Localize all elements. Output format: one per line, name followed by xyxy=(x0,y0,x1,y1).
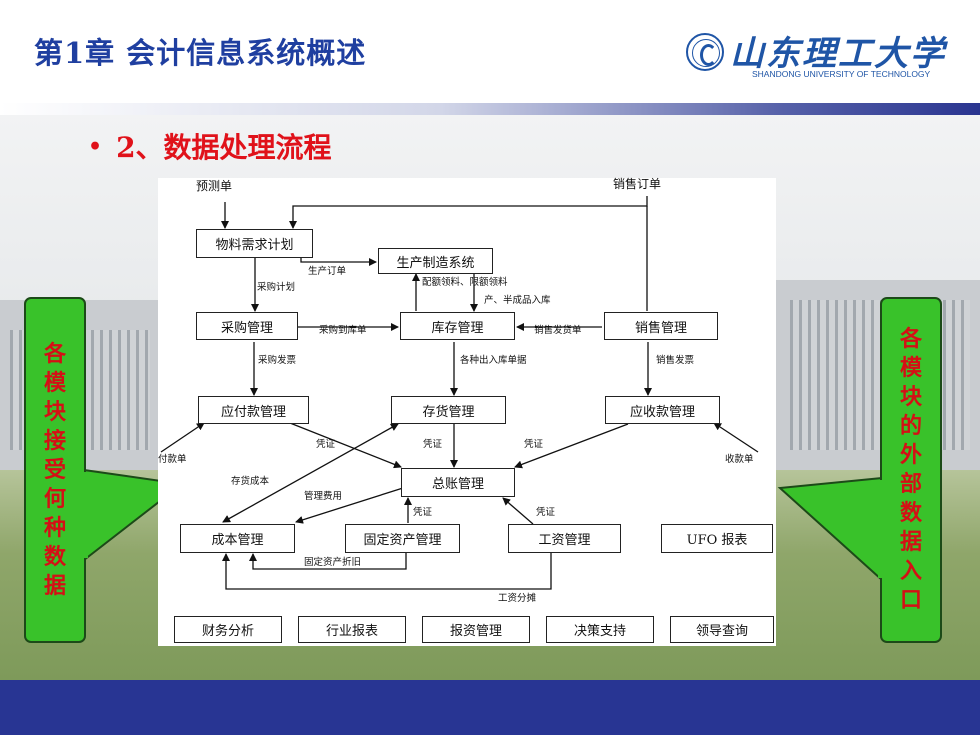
node-receivable: 应收款管理 xyxy=(605,396,720,424)
right-callout-char: 入 xyxy=(899,558,922,584)
footer-band xyxy=(0,680,980,735)
left-callout-char: 何 xyxy=(43,485,66,512)
left-callout-char: 模 xyxy=(43,369,66,396)
label-voucher-payroll: 凭证 xyxy=(536,507,556,518)
label-material-issue: 配额领料、限额领料 xyxy=(422,277,508,288)
label-voucher-stock: 凭证 xyxy=(423,439,443,450)
subtitle-bullet: • 2、数据处理流程 xyxy=(88,126,332,166)
label-purchase-plan: 采购计划 xyxy=(257,282,296,293)
node-sales: 销售管理 xyxy=(604,312,718,340)
header-rule xyxy=(0,103,980,115)
label-payment: 付款单 xyxy=(158,454,187,465)
label-stock-cost: 存货成本 xyxy=(231,476,270,487)
right-callout-char: 部 xyxy=(899,471,922,497)
right-callout-char: 块 xyxy=(899,384,922,410)
label-purchase-receipt: 采购到库单 xyxy=(319,325,367,336)
left-callout-char: 据 xyxy=(43,572,66,599)
node-inventory: 库存管理 xyxy=(400,312,515,340)
data-flow-diagram: 物料需求计划 生产制造系统 采购管理 库存管理 销售管理 应付款管理 存货管理 … xyxy=(158,178,776,646)
left-callout-char: 块 xyxy=(43,398,66,425)
label-sales-order: 销售订单 xyxy=(613,177,662,191)
node-cost: 成本管理 xyxy=(180,524,295,553)
university-logo-name: 山东理工大学 xyxy=(730,34,946,74)
university-logo-english: SHANDONG UNIVERSITY OF TECHNOLOGY xyxy=(752,69,931,79)
left-callout-char: 接 xyxy=(43,427,66,454)
node-material-plan: 物料需求计划 xyxy=(196,229,313,258)
node-payroll: 工资管理 xyxy=(508,524,621,553)
bullet-dot-icon: • xyxy=(88,134,103,160)
label-io-documents: 各种出入库单据 xyxy=(460,355,527,366)
left-callout-char: 数 xyxy=(43,543,66,570)
right-callout-char: 模 xyxy=(899,355,922,381)
diagram-connectors xyxy=(160,196,759,590)
label-purchase-invoice: 采购发票 xyxy=(258,355,297,366)
node-production: 生产制造系统 xyxy=(378,248,493,274)
label-depreciation: 固定资产折旧 xyxy=(304,557,362,568)
left-callout-box: 各模块接受何种数据 xyxy=(24,297,86,643)
node-ufo-report: UFO 报表 xyxy=(661,524,773,553)
label-voucher-fixed-assets: 凭证 xyxy=(413,507,433,518)
label-product-in: 产、半成品入库 xyxy=(484,295,551,306)
right-callout-char: 各 xyxy=(899,326,922,352)
label-forecast: 预测单 xyxy=(196,179,233,193)
bottom-module-1: 行业报表 xyxy=(298,616,406,643)
bottom-module-3: 决策支持 xyxy=(546,616,654,643)
node-stock-accounting: 存货管理 xyxy=(391,396,506,424)
university-seal-icon xyxy=(686,33,724,71)
right-callout-char: 的 xyxy=(899,413,922,439)
slide-title: 第1章 会计信息系统概述 xyxy=(34,36,367,70)
label-voucher-payable: 凭证 xyxy=(316,439,336,450)
left-callout-char: 种 xyxy=(43,514,66,541)
left-callout-cover xyxy=(83,472,88,558)
header-band xyxy=(0,0,980,106)
label-sales-invoice: 销售发票 xyxy=(656,355,695,366)
label-management-expense: 管理费用 xyxy=(304,491,343,502)
bottom-module-0: 财务分析 xyxy=(174,616,282,643)
right-callout-char: 外 xyxy=(899,442,922,468)
right-callout-char: 口 xyxy=(899,587,922,613)
label-voucher-receivable: 凭证 xyxy=(524,439,544,450)
left-callout-char: 各 xyxy=(43,340,66,367)
subtitle-text: 2、数据处理流程 xyxy=(116,131,332,164)
left-callout-char: 受 xyxy=(43,456,66,483)
node-purchase: 采购管理 xyxy=(196,312,298,340)
node-ledger: 总账管理 xyxy=(401,468,515,497)
node-payable: 应付款管理 xyxy=(198,396,309,424)
right-callout-char: 据 xyxy=(899,529,922,555)
label-salary-allocation: 工资分摊 xyxy=(498,593,537,604)
node-fixed-assets: 固定资产管理 xyxy=(345,524,460,553)
label-sales-shipment: 销售发货单 xyxy=(534,325,582,336)
right-callout-cover xyxy=(878,480,883,578)
label-receipt: 收款单 xyxy=(725,454,754,465)
label-production-order: 生产订单 xyxy=(308,266,347,277)
right-callout-box: 各模块的外部数据入口 xyxy=(880,297,942,643)
right-callout-char: 数 xyxy=(899,500,922,526)
bottom-module-4: 领导查询 xyxy=(670,616,774,643)
bottom-module-2: 报资管理 xyxy=(422,616,530,643)
